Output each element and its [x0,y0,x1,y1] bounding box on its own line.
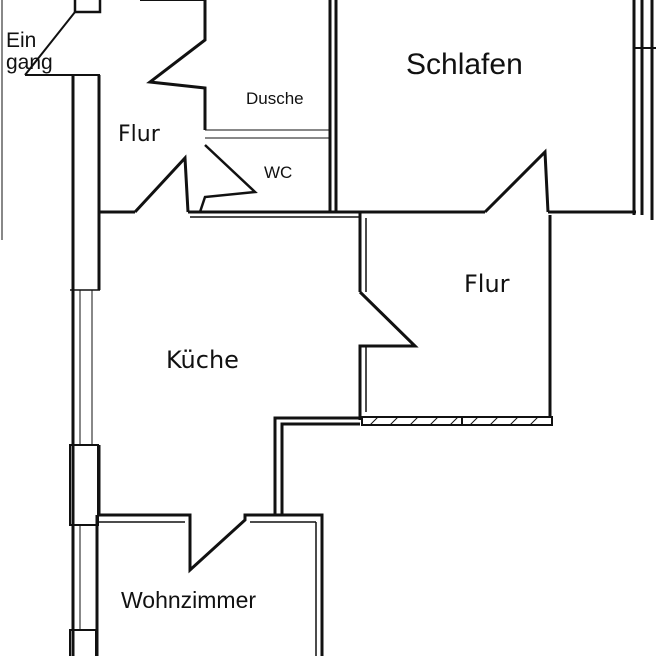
kitchen-hall-wall [358,212,552,420]
entrance-label-line2: gang [6,51,53,74]
room-label-shower: Dusche [246,89,304,108]
room-label-bedroom: Schlafen [406,48,523,81]
room-label-hall-upper: Flur [118,122,160,147]
room-label-hall-right: Flur [464,270,510,298]
room-label-kitchen: Küche [166,346,239,374]
room-label-living-room: Wohnzimmer [121,587,257,613]
entrance-label-line1: Ein [6,29,37,52]
bathroom-bedroom-walls [328,0,338,212]
outer-wall-left [1,0,101,656]
room-label-wc: WC [264,163,293,182]
living-room-walls [95,513,324,656]
middle-horizontal-wall [99,148,636,218]
outer-wall-right [632,0,656,220]
entrance-door [24,0,205,76]
lower-horizontal-wall [273,416,553,515]
room-label-entrance: Ein gang [6,30,53,74]
hall-upper-walls [146,0,330,213]
